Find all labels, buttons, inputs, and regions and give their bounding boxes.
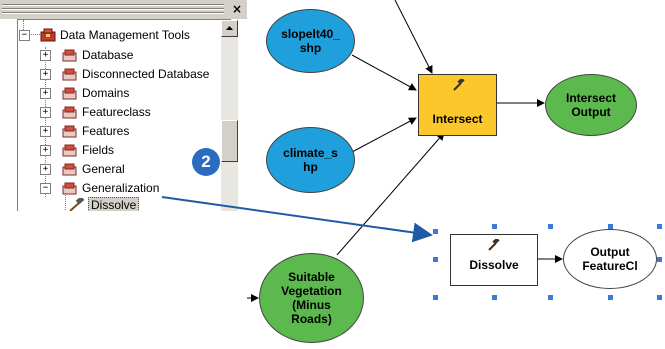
intersect-tool-node[interactable]: Intersect xyxy=(418,74,497,136)
selection-handle[interactable] xyxy=(608,295,613,300)
expand-icon[interactable]: + xyxy=(40,69,51,80)
toolbox-panel: × − Data Management Tools + Database + xyxy=(0,0,247,211)
hammer-icon xyxy=(68,198,85,211)
tree-scrollbar[interactable] xyxy=(221,20,238,211)
expand-icon[interactable]: + xyxy=(40,126,51,137)
selection-handle[interactable] xyxy=(548,295,553,300)
toolset-icon xyxy=(62,86,78,100)
tree-item-features[interactable]: + Features xyxy=(18,122,228,140)
toolset-icon xyxy=(62,181,78,195)
hammer-icon xyxy=(487,237,501,254)
suitable-vegetation-node[interactable]: Suitable Vegetation (Minus Roads) xyxy=(259,253,364,343)
close-icon[interactable]: × xyxy=(231,2,243,16)
selection-handle[interactable] xyxy=(548,224,553,229)
tree-item-featureclass[interactable]: + Featureclass xyxy=(18,103,228,121)
expand-icon[interactable]: + xyxy=(40,164,51,175)
connector-vegetation-to-intersect xyxy=(336,132,445,256)
toolset-icon xyxy=(62,105,78,119)
connector-top-to-intersect xyxy=(394,0,433,74)
selection-handle[interactable] xyxy=(433,295,438,300)
connector-slope-to-intersect xyxy=(351,54,417,91)
expand-icon[interactable]: + xyxy=(40,88,51,99)
toolbox-tree: − Data Management Tools + Database + Dis… xyxy=(17,19,231,211)
selection-handle[interactable] xyxy=(657,257,662,262)
dissolve-tool-node[interactable]: Dissolve xyxy=(450,234,538,286)
selection-handle[interactable] xyxy=(433,257,438,262)
toolset-icon xyxy=(62,48,78,62)
toolset-icon xyxy=(62,143,78,157)
selection-handle[interactable] xyxy=(433,229,438,234)
toolset-icon xyxy=(62,124,78,138)
selection-handle[interactable] xyxy=(657,295,662,300)
slope-input-node[interactable]: slopelt40_shp xyxy=(266,9,355,73)
tree-item-domains[interactable]: + Domains xyxy=(18,84,228,102)
scroll-up-icon[interactable] xyxy=(221,20,238,37)
drag-arrow xyxy=(161,196,433,243)
expand-icon[interactable]: + xyxy=(40,145,51,156)
tree-item-dissolve[interactable]: Dissolve xyxy=(18,196,228,211)
collapse-icon[interactable]: − xyxy=(40,183,51,194)
expand-icon[interactable]: + xyxy=(40,107,51,118)
collapse-icon[interactable]: − xyxy=(19,30,30,41)
tree-item-database[interactable]: + Database xyxy=(18,46,228,64)
tree-item-data-management-tools[interactable]: − Data Management Tools xyxy=(18,26,228,44)
hammer-icon xyxy=(452,77,466,94)
selection-handle[interactable] xyxy=(492,224,497,229)
toolbox-icon xyxy=(40,28,56,42)
tree-item-generalization[interactable]: − Generalization xyxy=(18,179,228,197)
tree-item-fields[interactable]: + Fields xyxy=(18,141,228,159)
panel-grip[interactable] xyxy=(0,0,247,19)
tree-item-general[interactable]: + General xyxy=(18,160,228,178)
selection-handle[interactable] xyxy=(492,295,497,300)
toolset-icon xyxy=(62,162,78,176)
expand-icon[interactable]: + xyxy=(40,50,51,61)
connector-climate-to-intersect xyxy=(351,117,417,153)
selection-handle[interactable] xyxy=(657,224,662,229)
scrollbar-thumb[interactable] xyxy=(221,120,238,162)
step-badge: 2 xyxy=(192,148,220,176)
tree-item-disconnected-database[interactable]: + Disconnected Database xyxy=(18,65,228,83)
toolset-icon xyxy=(62,67,78,81)
selection-handle[interactable] xyxy=(608,224,613,229)
